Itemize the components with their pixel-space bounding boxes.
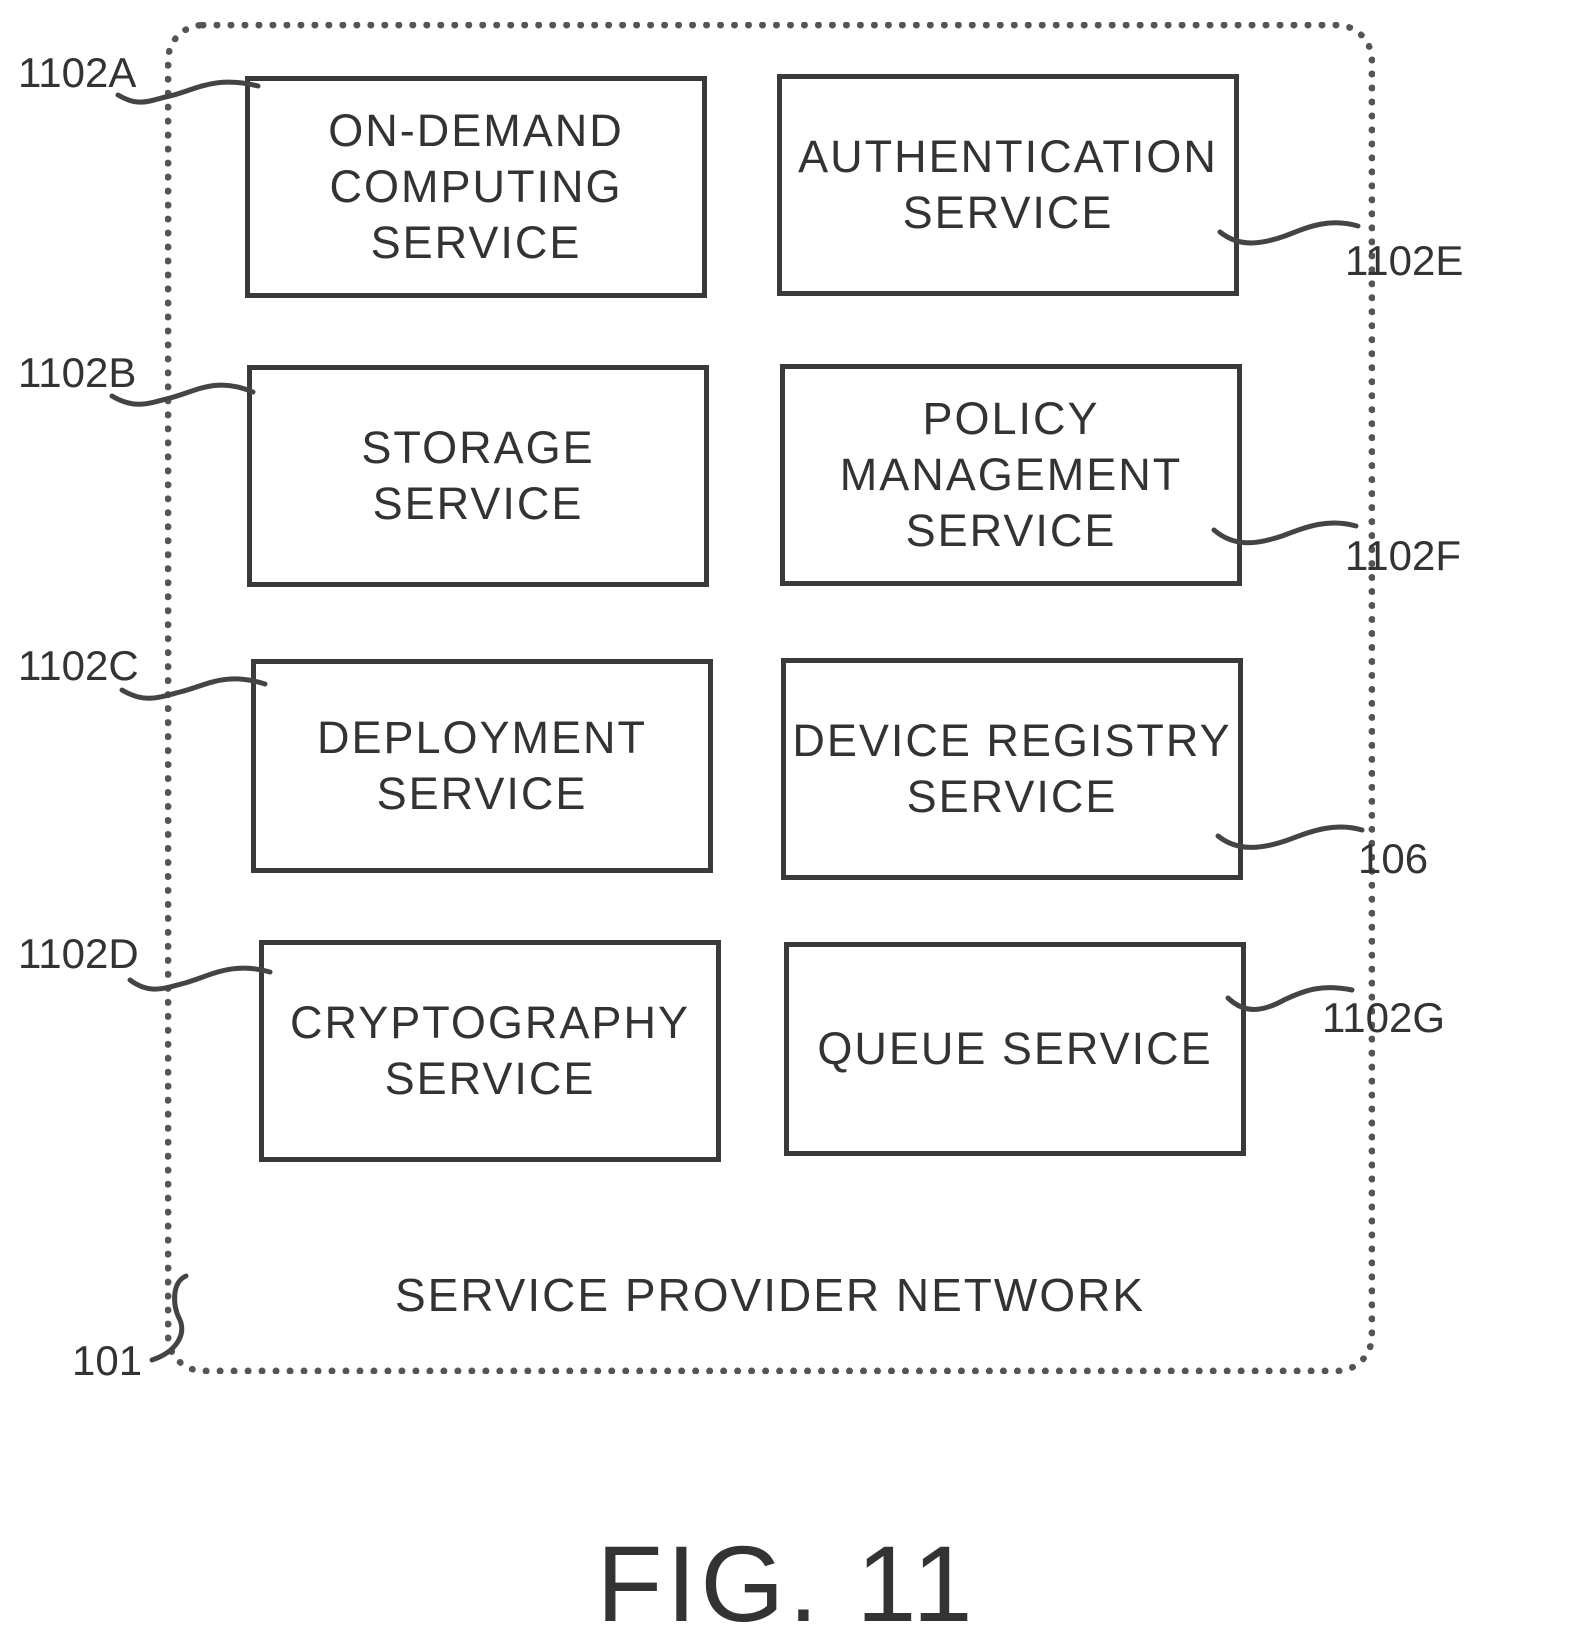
authentication-service-box: AUTHENTICATION SERVICE <box>777 74 1239 296</box>
ref-101: 101 <box>72 1340 142 1382</box>
queue-service-label: QUEUE SERVICE <box>817 1021 1212 1077</box>
queue-service-box: QUEUE SERVICE <box>784 942 1246 1156</box>
on-demand-computing-service-box: ON-DEMAND COMPUTING SERVICE <box>245 76 707 298</box>
cryptography-service-box: CRYPTOGRAPHY SERVICE <box>259 940 721 1162</box>
policy-management-service-box: POLICY MANAGEMENT SERVICE <box>780 364 1242 586</box>
ref-106: 106 <box>1358 838 1428 880</box>
storage-service-label: STORAGE SERVICE <box>361 420 594 532</box>
device-registry-service-label: DEVICE REGISTRY SERVICE <box>792 713 1231 825</box>
device-registry-service-box: DEVICE REGISTRY SERVICE <box>781 658 1243 880</box>
figure-caption: FIG. 11 <box>0 1530 1573 1638</box>
ref-1102a: 1102A <box>18 52 136 94</box>
deployment-service-box: DEPLOYMENT SERVICE <box>251 659 713 873</box>
deployment-service-label: DEPLOYMENT SERVICE <box>317 710 647 822</box>
ref-1102c: 1102C <box>18 645 139 687</box>
storage-service-box: STORAGE SERVICE <box>247 365 709 587</box>
policy-management-service-label: POLICY MANAGEMENT SERVICE <box>840 391 1183 559</box>
service-provider-network-label: SERVICE PROVIDER NETWORK <box>165 1268 1375 1322</box>
ref-1102g: 1102G <box>1322 997 1445 1039</box>
authentication-service-label: AUTHENTICATION SERVICE <box>798 129 1218 241</box>
cryptography-service-label: CRYPTOGRAPHY SERVICE <box>290 995 690 1107</box>
on-demand-computing-service-label: ON-DEMAND COMPUTING SERVICE <box>328 103 624 271</box>
ref-1102e: 1102E <box>1345 240 1463 282</box>
ref-1102f: 1102F <box>1345 535 1461 577</box>
ref-1102d: 1102D <box>18 933 139 975</box>
ref-1102b: 1102B <box>18 352 136 394</box>
